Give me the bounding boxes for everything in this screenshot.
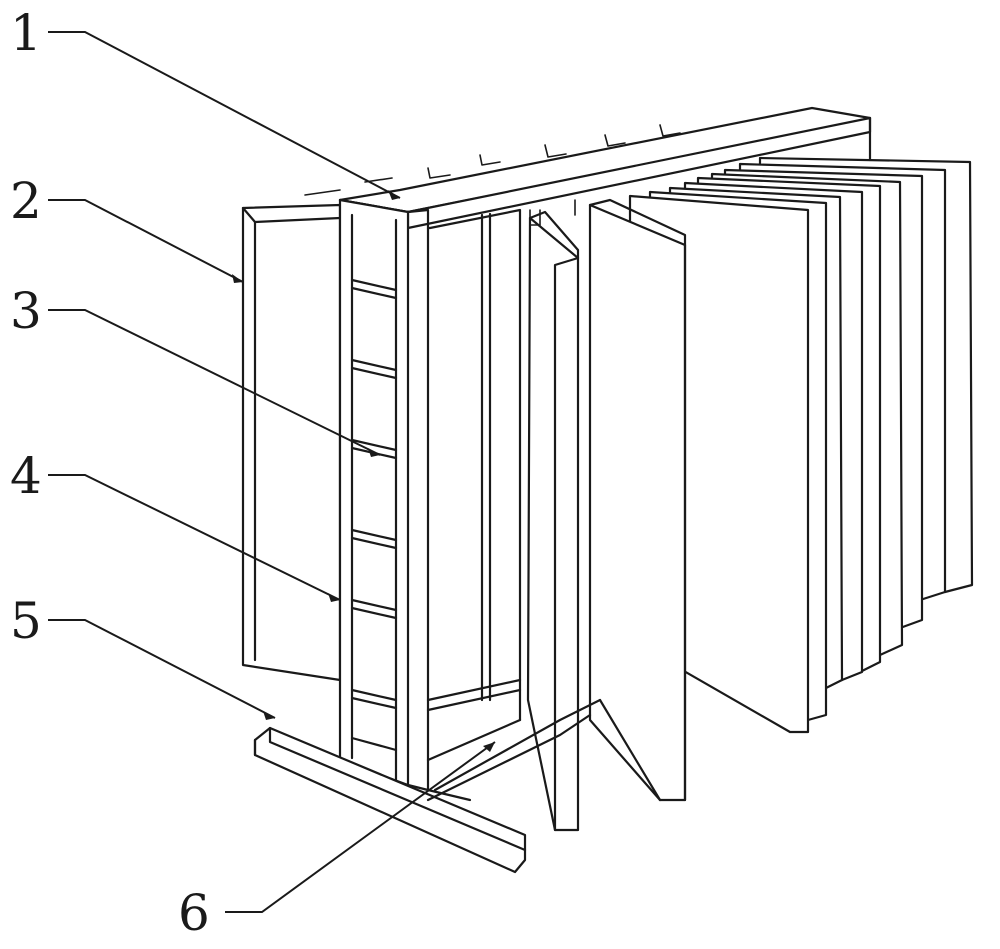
left-display-panel [241,203,342,682]
ladder-frame [338,198,430,792]
numeral-3: 3 [10,282,42,340]
numeral-1: 1 [10,4,42,62]
leader-4 [48,474,341,601]
numeral-6: 6 [178,884,210,942]
leader-lines [48,31,496,913]
front-display-panel [588,198,687,802]
leader-5 [48,619,276,719]
reference-numerals: 1 2 3 4 5 6 [10,4,210,942]
swing-panel [526,210,580,832]
rear-frame [426,208,522,762]
numeral-4: 4 [10,447,42,505]
leader-2 [48,199,244,283]
leader-1 [48,31,401,199]
base-feet [253,698,662,874]
numeral-2: 2 [10,172,42,230]
leader-6 [225,741,496,913]
leader-3 [48,309,381,456]
numeral-5: 5 [10,592,42,650]
